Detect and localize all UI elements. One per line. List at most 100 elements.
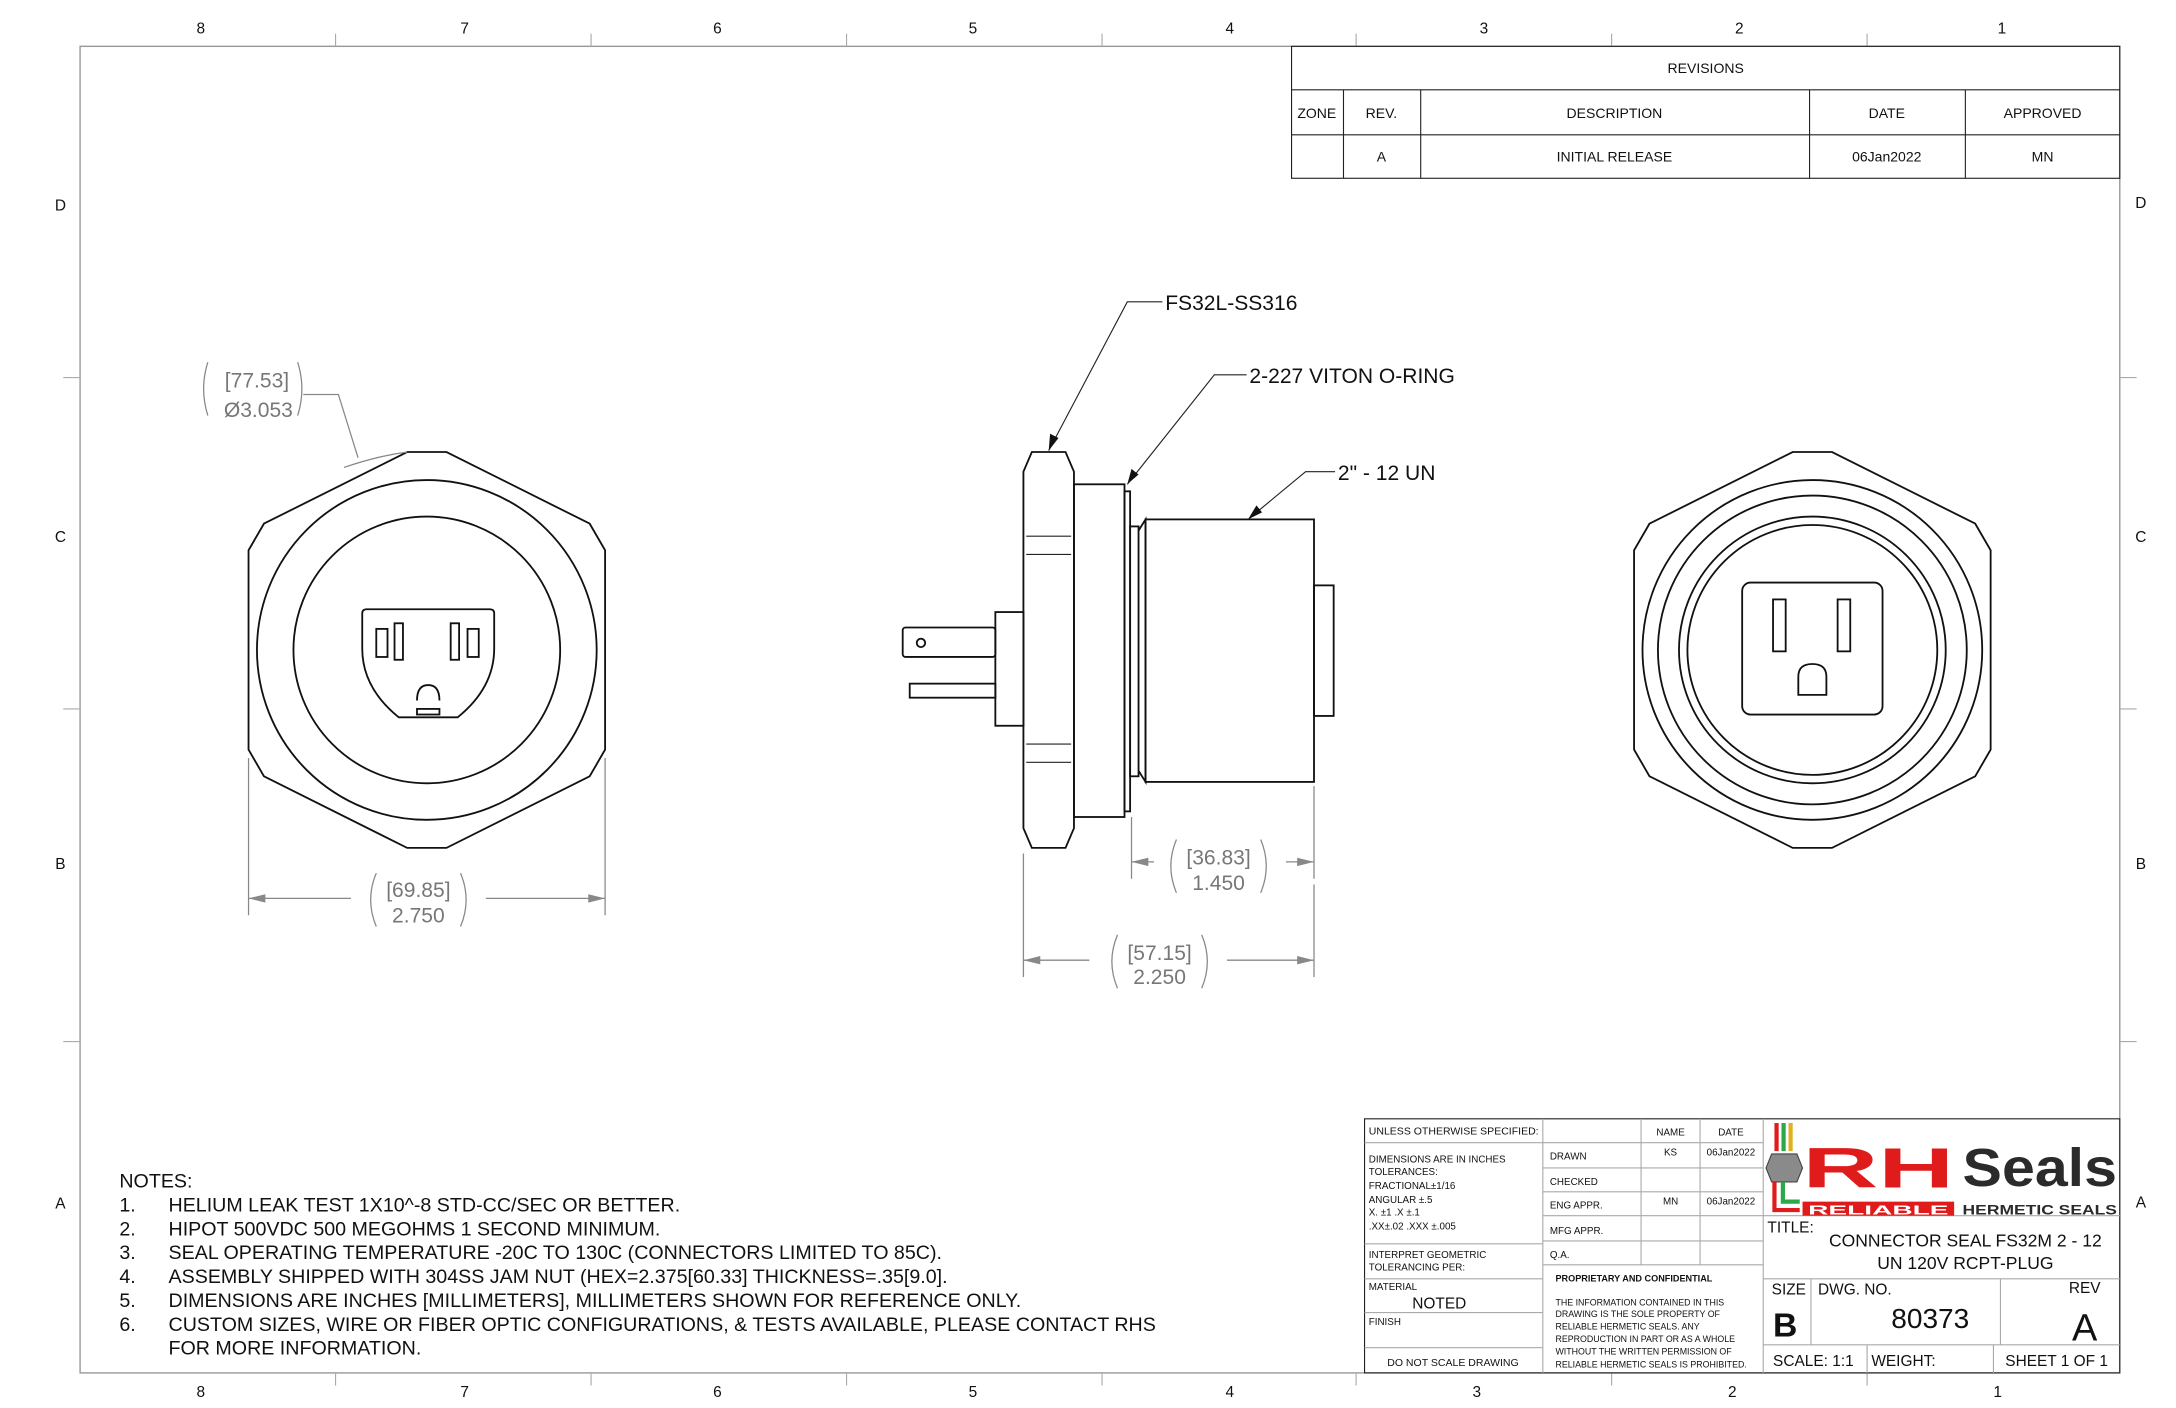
- dimension-body-length: [36.83] 1.450: [1130, 786, 1315, 895]
- material-value: NOTED: [1412, 1295, 1466, 1312]
- callout-body: FS32L-SS316: [1165, 292, 1297, 315]
- sign-role: CHECKED: [1550, 1177, 1598, 1188]
- dwg-label: DWG. NO.: [1818, 1281, 1892, 1298]
- note-text: DIMENSIONS ARE INCHES [MILLIMETERS], MIL…: [169, 1290, 1022, 1312]
- tolerance-line: FRACTIONAL±1/16: [1369, 1181, 1456, 1192]
- revisions-table: REVISIONS ZONE REV. DESCRIPTION DATE APP…: [1290, 45, 2121, 179]
- rev-cell: A: [1377, 148, 1387, 164]
- sign-name: KS: [1664, 1147, 1678, 1158]
- dim-overall-in: 2.250: [1133, 966, 1186, 989]
- zone-col: 6: [713, 1384, 722, 1401]
- rev-header: ZONE: [1297, 105, 1336, 121]
- note-num: 2.: [119, 1218, 135, 1240]
- proprietary-title: PROPRIETARY AND CONFIDENTIAL: [1555, 1274, 1712, 1284]
- sheet-border: [79, 45, 2121, 1374]
- dim-overall-mm: [57.15]: [1127, 942, 1191, 965]
- sign-name: MN: [1663, 1196, 1678, 1207]
- dwg-number: 80373: [1891, 1303, 1969, 1334]
- zone-col: 4: [1225, 1384, 1234, 1401]
- zone-col: 1: [1998, 21, 2007, 38]
- logo-seals: Seals: [1963, 1139, 2117, 1198]
- note-num: 1.: [119, 1194, 135, 1216]
- tolerance-line: ANGULAR ±.5: [1369, 1195, 1433, 1206]
- note-text: HIPOT 500VDC 500 MEGOHMS 1 SECOND MINIMU…: [169, 1218, 661, 1240]
- plug-base: [994, 611, 1025, 727]
- side-view: [901, 451, 1335, 849]
- zone-row: D: [2135, 195, 2146, 212]
- rev-header: REV.: [1366, 105, 1397, 121]
- note-text: SEAL OPERATING TEMPERATURE -20C TO 130C …: [169, 1242, 942, 1264]
- dim-corners-mm: [77.53]: [225, 369, 289, 392]
- title-label: TITLE:: [1767, 1220, 1813, 1237]
- zone-row: C: [2135, 529, 2146, 546]
- proprietary-line: WITHOUT THE WRITTEN PERMISSION OF: [1555, 1347, 1732, 1357]
- plug-blade: [901, 626, 997, 658]
- sign-date: 06Jan2022: [1707, 1147, 1756, 1158]
- zone-col: 8: [197, 21, 206, 38]
- receptacle-face: [1741, 581, 1884, 716]
- size-label: SIZE: [1772, 1281, 1806, 1298]
- rev-header: DATE: [1869, 105, 1905, 121]
- unless-label: UNLESS OTHERWISE SPECIFIED:: [1369, 1125, 1539, 1137]
- note-text: CUSTOM SIZES, WIRE OR FIBER OPTIC CONFIG…: [169, 1314, 1156, 1336]
- sign-role: MFG APPR.: [1550, 1226, 1603, 1237]
- dim-body-in: 1.450: [1192, 872, 1245, 895]
- drawing-title-line: UN 120V RCPT-PLUG: [1877, 1253, 2053, 1273]
- zone-labels: 8 7 6 5 4 3 2 1 8 7 6 5 4 3 2 1 D C B A …: [55, 21, 2147, 1401]
- zone-row: C: [55, 529, 66, 546]
- name-header: NAME: [1656, 1128, 1685, 1139]
- callout-oring: 2-227 VITON O-RING: [1249, 365, 1454, 388]
- size-value: B: [1773, 1307, 1797, 1344]
- proprietary-line: THE INFORMATION CONTAINED IN THIS: [1555, 1298, 1724, 1308]
- sheet-number: SHEET 1 OF 1: [2005, 1353, 2108, 1370]
- sign-role: Q.A.: [1550, 1250, 1570, 1261]
- proprietary-line: REPRODUCTION IN PART OR AS A WHOLE: [1555, 1334, 1735, 1344]
- note-text: HELIUM LEAK TEST 1X10^-8 STD-CC/SEC OR B…: [169, 1194, 681, 1216]
- callouts: FS32L-SS316 2-227 VITON O-RING 2" - 12 U…: [1048, 292, 1455, 520]
- zone-col: 6: [713, 21, 722, 38]
- company-logo: RH Seals RELIABLE HERMETIC SEALS: [1765, 1123, 2117, 1217]
- rev-cell: INITIAL RELEASE: [1557, 148, 1673, 164]
- rev-label: REV: [2069, 1280, 2101, 1297]
- sign-role: ENG APPR.: [1550, 1201, 1603, 1212]
- zone-col: 3: [1473, 1384, 1482, 1401]
- notes-heading: NOTES:: [119, 1171, 192, 1193]
- dimension-across-corners: [77.53] Ø3.053: [202, 361, 408, 469]
- zone-row: A: [2136, 1194, 2147, 1211]
- zone-col: 7: [460, 1384, 469, 1401]
- note-text: FOR MORE INFORMATION.: [169, 1338, 422, 1360]
- notes: NOTES: 1. HELIUM LEAK TEST 1X10^-8 STD-CC…: [119, 1171, 1155, 1360]
- drawing-title-line: CONNECTOR SEAL FS32M 2 - 12: [1829, 1231, 2102, 1251]
- plug-face-outline: [361, 608, 496, 719]
- rev-header: APPROVED: [2004, 105, 2082, 121]
- zone-col: 4: [1225, 21, 1234, 38]
- zone-row: B: [2136, 856, 2146, 873]
- zone-row: B: [55, 856, 65, 873]
- proprietary-line: DRAWING IS THE SOLE PROPERTY OF: [1555, 1309, 1720, 1319]
- plug-blade: [908, 682, 997, 699]
- finish-label: FINISH: [1369, 1317, 1401, 1328]
- logo-reliable: RELIABLE: [1808, 1203, 1948, 1217]
- plug-end-view: [247, 451, 607, 849]
- sign-role: DRAWN: [1550, 1152, 1587, 1163]
- date-header: DATE: [1718, 1128, 1744, 1139]
- zone-col: 2: [1735, 21, 1744, 38]
- zone-col: 5: [969, 21, 978, 38]
- zone-col: 1: [1993, 1384, 2002, 1401]
- no-scale-note: DO NOT SCALE DRAWING: [1387, 1357, 1518, 1369]
- zone-ticks: [63, 33, 2137, 1386]
- note-num: 3.: [119, 1242, 135, 1264]
- receptacle-end-view: [1633, 451, 1992, 849]
- dim-corners-in: Ø3.053: [224, 399, 293, 422]
- dim-flats-in: 2.750: [392, 904, 445, 927]
- callout-thread: 2" - 12 UN: [1338, 462, 1436, 485]
- zone-col: 5: [969, 1384, 978, 1401]
- zone-col: 3: [1480, 21, 1489, 38]
- note-num: 6.: [119, 1314, 135, 1336]
- zone-row: A: [55, 1196, 66, 1213]
- title-block: UNLESS OTHERWISE SPECIFIED: DIMENSIONS A…: [1363, 1118, 2121, 1374]
- scale-value: SCALE: 1:1: [1773, 1353, 1854, 1370]
- note-num: 5.: [119, 1290, 135, 1312]
- note-num: 4.: [119, 1266, 135, 1288]
